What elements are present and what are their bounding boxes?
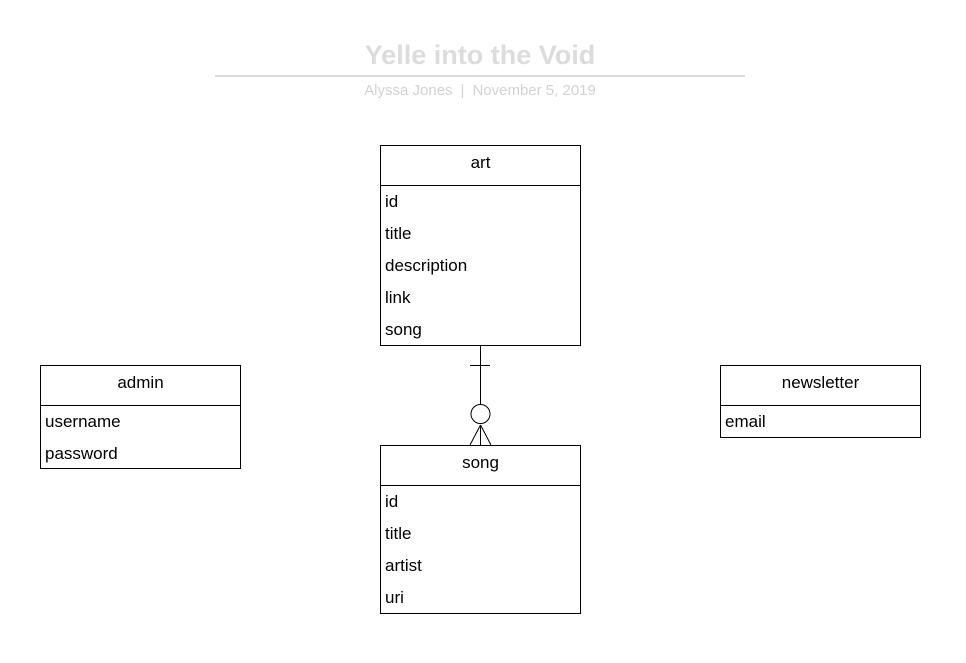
field-song-title: title [385, 524, 412, 543]
field-art-description: description [385, 256, 468, 275]
field-art-link: link [385, 288, 411, 307]
crowfoot-right [480, 424, 492, 446]
field-art-title: title [385, 224, 412, 243]
field-art-id: id [385, 192, 399, 211]
entity-newsletter-fields: email [721, 406, 920, 440]
field-art-song: song [385, 320, 422, 339]
diagram-title: Yelle into the Void [364, 40, 596, 70]
entity-song[interactable]: song id title artist uri [380, 445, 581, 614]
entity-newsletter-name: newsletter [721, 366, 920, 406]
entity-song-name: song [381, 446, 580, 486]
field-newsletter-email: email [725, 412, 766, 431]
entity-art[interactable]: art id title description link song [380, 145, 581, 346]
entity-admin-fields: username password [41, 406, 240, 472]
entity-admin[interactable]: admin username password [40, 365, 241, 469]
zero-cardinality-circle [470, 404, 491, 424]
field-admin-password: password [45, 444, 118, 463]
separator: | [460, 82, 465, 99]
entity-art-name: art [381, 146, 580, 186]
entity-song-fields: id title artist uri [381, 486, 580, 616]
entity-art-fields: id title description link song [381, 186, 580, 348]
author: Alyssa Jones [364, 82, 453, 99]
field-admin-username: username [45, 412, 121, 431]
entity-admin-name: admin [41, 366, 240, 406]
diagram-subtitle: Alyssa Jones | November 5, 2019 [215, 82, 745, 100]
field-song-artist: artist [385, 556, 422, 575]
entity-newsletter[interactable]: newsletter email [720, 365, 921, 438]
crowfoot-left [469, 424, 481, 446]
date: November 5, 2019 [472, 82, 596, 99]
title-divider [215, 75, 745, 77]
field-song-id: id [385, 492, 399, 511]
field-song-uri: uri [385, 588, 404, 607]
